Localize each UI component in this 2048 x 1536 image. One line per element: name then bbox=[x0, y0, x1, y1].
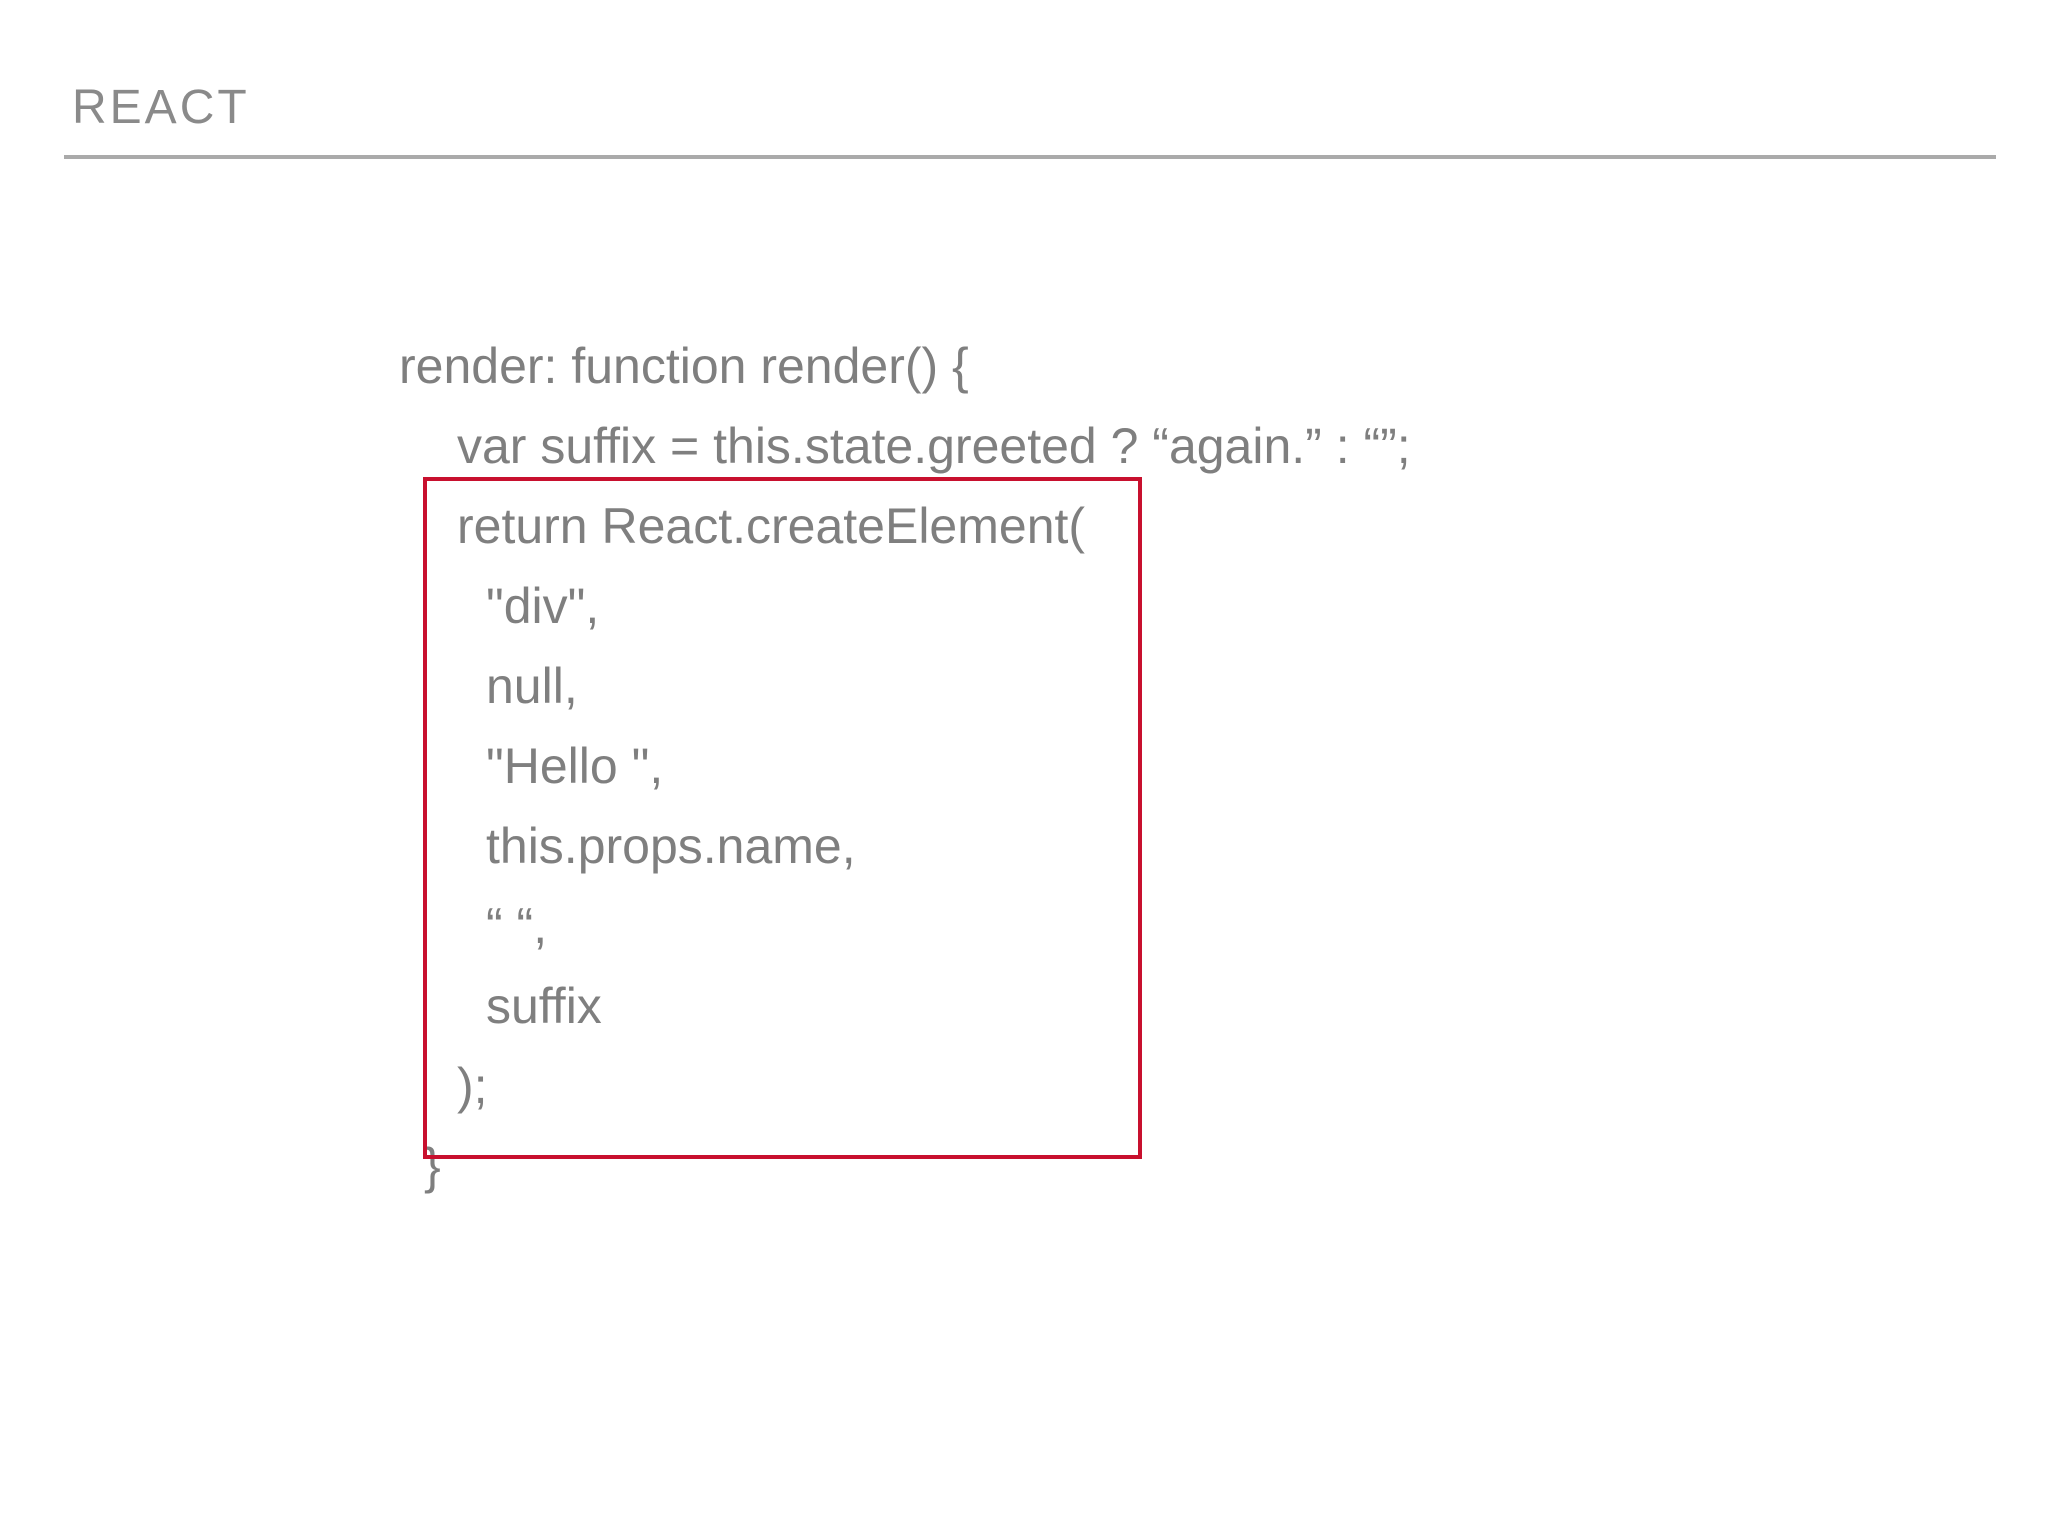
highlight-box bbox=[423, 477, 1142, 1159]
code-line-suffix: suffix bbox=[486, 978, 602, 1034]
slide-title: REACT bbox=[72, 81, 250, 134]
title-divider bbox=[64, 155, 1996, 159]
code-line-render: render: function render() { bbox=[399, 338, 969, 394]
code-line-close-brace: } bbox=[424, 1138, 441, 1194]
code-line-close-paren: ); bbox=[457, 1058, 488, 1114]
code-line-div: "div", bbox=[486, 578, 600, 634]
code-line-hello: "Hello ", bbox=[486, 738, 664, 794]
code-line-var-suffix: var suffix = this.state.greeted ? “again… bbox=[457, 418, 1411, 474]
code-line-space-string: “ “, bbox=[486, 898, 548, 954]
code-line-props-name: this.props.name, bbox=[486, 818, 856, 874]
code-line-return: return React.createElement( bbox=[457, 498, 1086, 554]
code-line-null: null, bbox=[486, 658, 578, 714]
